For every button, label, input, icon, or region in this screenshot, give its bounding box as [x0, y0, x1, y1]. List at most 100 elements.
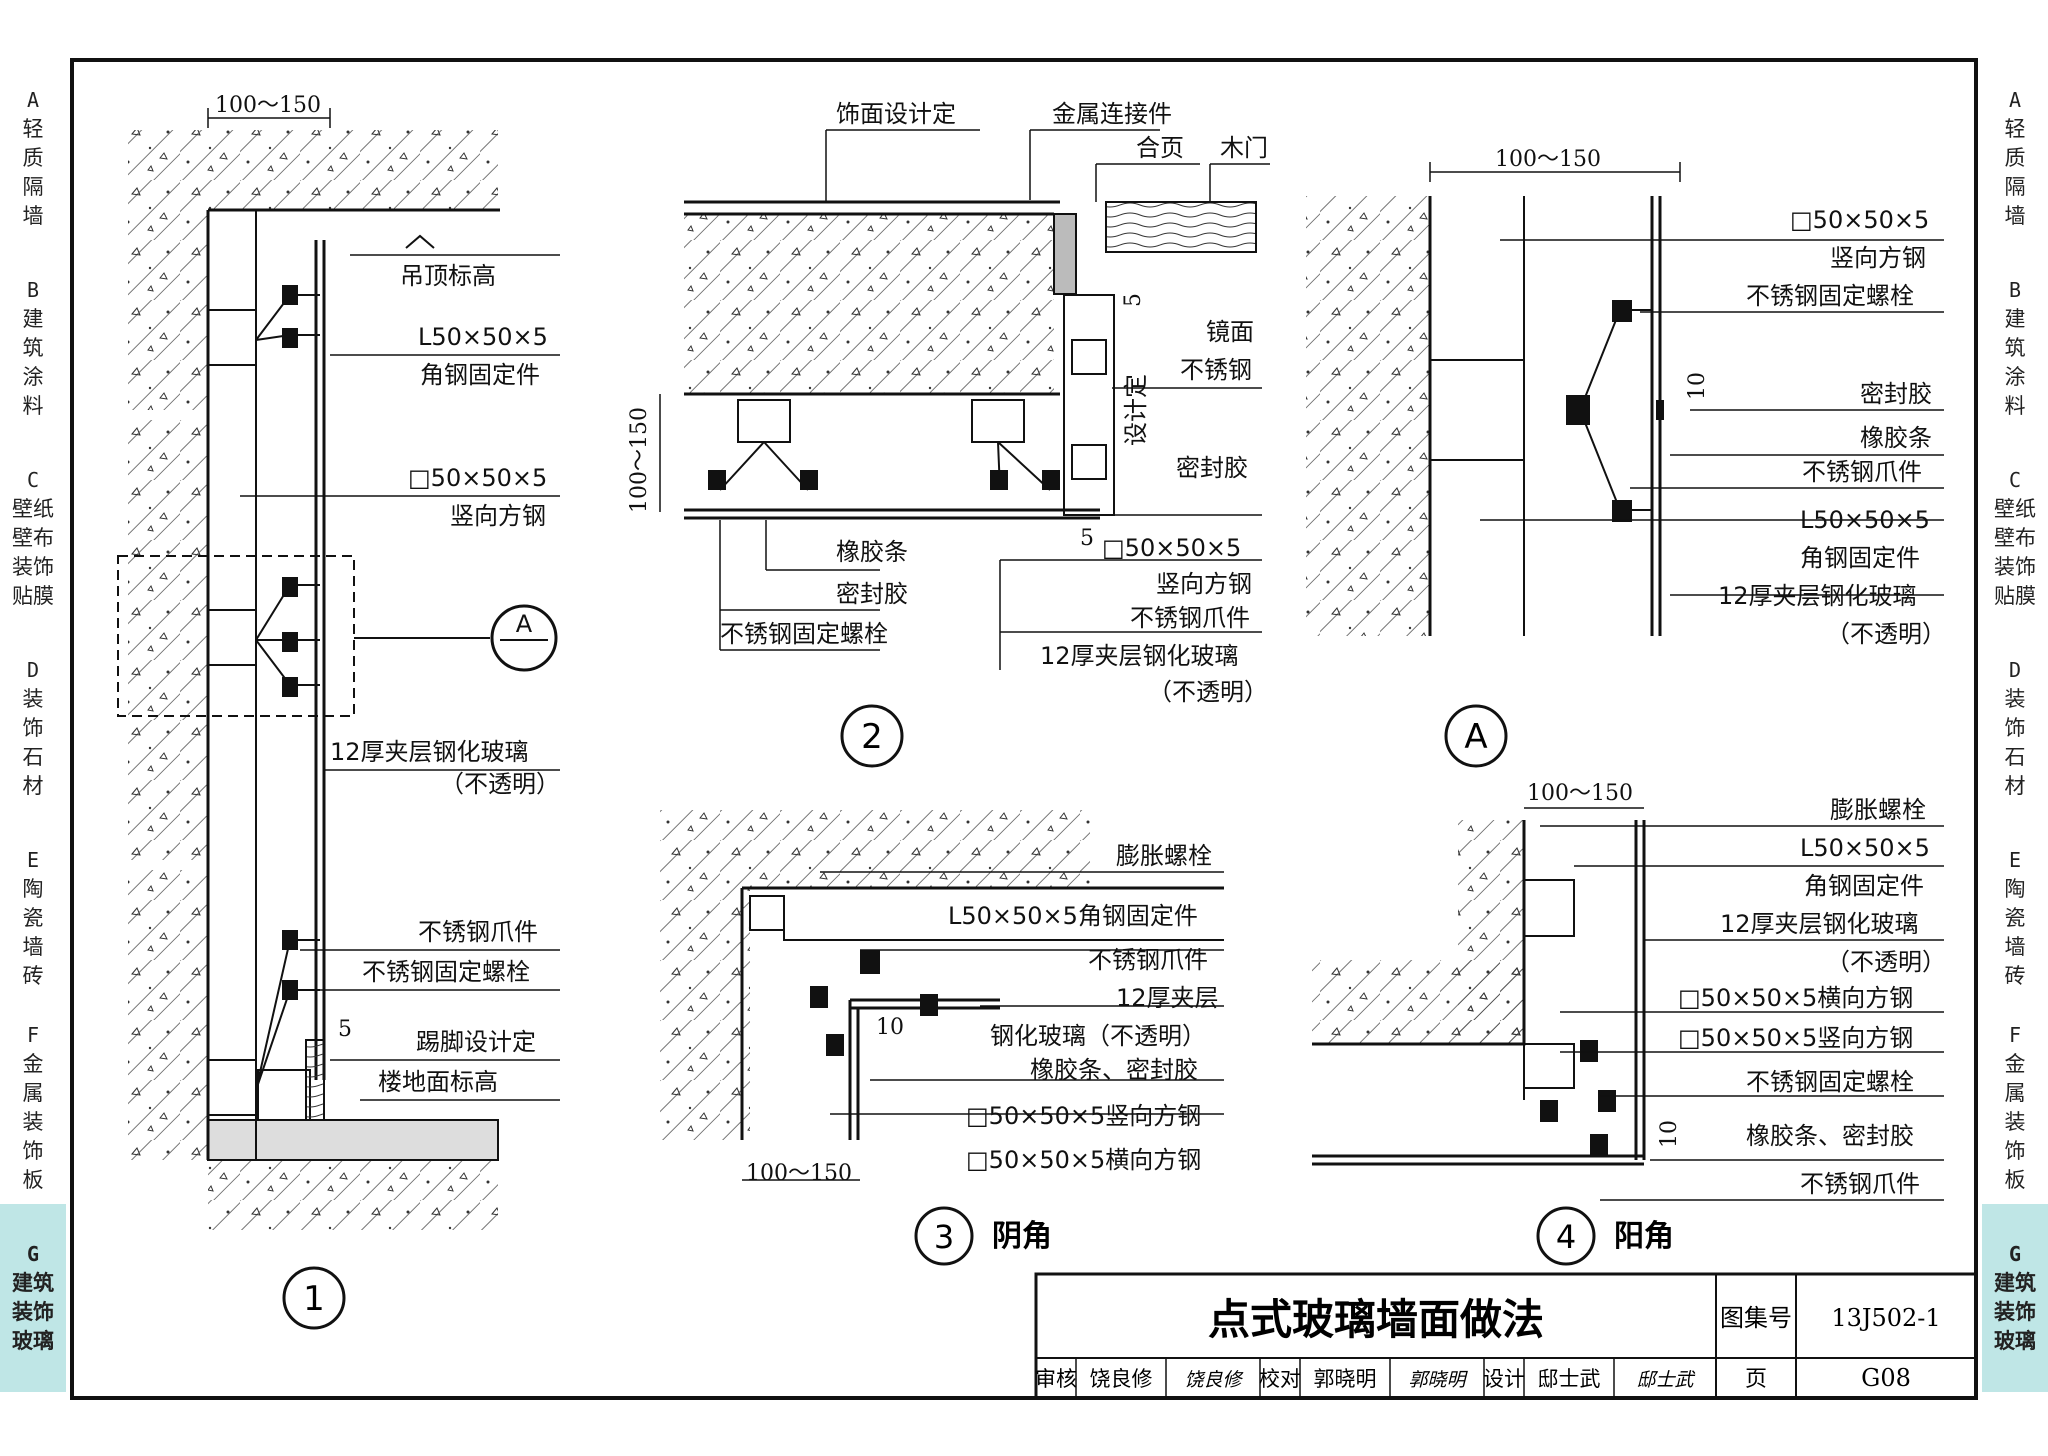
category-tab-text: 材: [22, 773, 44, 798]
da-label-0: □50×50×5: [1790, 206, 1929, 234]
detail-1-marker: [282, 1266, 346, 1330]
category-tab-letter: F: [26, 1023, 40, 1047]
d1-label-6: （不透明）: [440, 770, 560, 798]
d3-label-6: 10: [876, 1015, 904, 1040]
category-tab-text: 墙: [2004, 934, 2026, 959]
da-label-3: 10: [1685, 372, 1710, 400]
category-tab-text: 石: [22, 744, 44, 769]
category-tab-letter: C: [26, 467, 40, 492]
d2-label-13: 不锈钢爪件: [1130, 604, 1250, 632]
category-tab-text: 质: [2004, 145, 2026, 170]
da-label-9: 12厚夹层钢化玻璃: [1718, 582, 1917, 610]
d3-label-8: □50×50×5横向方钢: [966, 1146, 1201, 1174]
category-tab-text: 装: [2004, 686, 2026, 711]
d3-label-0: 膨胀螺栓: [1116, 842, 1212, 870]
category-tab-letter: A: [2008, 87, 2022, 112]
category-tab-text: 饰: [2004, 715, 2026, 740]
da-label-1: 竖向方钢: [1830, 244, 1926, 272]
page-number: G08: [1861, 1364, 1911, 1392]
category-tab-letter: D: [2008, 657, 2022, 682]
category-tab-text: 材: [2004, 773, 2026, 798]
d2-label-11: □50×50×5: [1102, 534, 1241, 562]
d1-dim: 100～150: [215, 93, 321, 118]
d2-label-0: 饰面设计定: [836, 100, 956, 128]
category-tab-text: 筑: [22, 335, 44, 360]
da-label-7: L50×50×5: [1800, 506, 1930, 534]
d2-label-1: 金属连接件: [1052, 100, 1172, 128]
category-tab-text: 轻: [2004, 116, 2026, 141]
category-tab-text: 装: [22, 1110, 44, 1134]
category-tab-text: 属: [22, 1081, 44, 1105]
da-label-10: （不透明）: [1826, 620, 1946, 648]
category-tab-text: 壁纸: [1994, 496, 2036, 521]
detail-3: 膨胀螺栓 L50×50×5角钢固定件 不锈钢爪件 12厚夹层 钢化玻璃（不透明）…: [660, 810, 1224, 1266]
d1-label-4: 竖向方钢: [450, 502, 546, 530]
category-tab-text: 轻: [22, 116, 44, 141]
da-label-5: 橡胶条: [1860, 424, 1932, 452]
d1-label-8: 不锈钢固定螺栓: [362, 958, 530, 986]
category-tab-text: 玻璃: [1994, 1329, 2036, 1353]
category-tab-text: 装饰: [12, 554, 54, 579]
detail-2-marker: [840, 704, 904, 768]
d4-label-0: 膨胀螺栓: [1830, 796, 1926, 824]
category-tab-text: 板: [2004, 1168, 2026, 1192]
d1-label-9: 5: [338, 1017, 352, 1042]
d2-label-10: 5: [1080, 526, 1094, 551]
d2-label-5: 镜面: [1206, 318, 1254, 346]
category-tab-text: 壁布: [12, 525, 54, 550]
category-tab-text: 贴膜: [1994, 583, 2036, 608]
d2-label-8: 密封胶: [1176, 454, 1248, 482]
category-tab-letter: G: [26, 1242, 40, 1266]
detail-a-marker: [1444, 704, 1508, 768]
category-tab-text: 料: [2004, 393, 2026, 418]
d2-label-16: 橡胶条: [836, 538, 908, 566]
d4-label-3: 12厚夹层钢化玻璃: [1720, 910, 1919, 938]
callout-a-label: A: [516, 610, 533, 638]
d3-label-7: □50×50×5竖向方钢: [966, 1102, 1201, 1130]
category-tab-text: 墙: [22, 934, 44, 959]
category-tab-text: 饰: [2004, 1139, 2026, 1163]
d1-label-0: 吊顶标高: [400, 262, 496, 290]
category-tab-text: 玻璃: [12, 1329, 54, 1353]
check-label: 校对: [1259, 1367, 1301, 1391]
d3-label-5: 橡胶条、密封胶: [1030, 1056, 1198, 1084]
d4-label-10: 不锈钢爪件: [1800, 1170, 1920, 1198]
category-tab-text: 陶: [2004, 876, 2026, 901]
checker-name: 郭晓明: [1314, 1367, 1377, 1391]
d2-label-6: 不锈钢: [1180, 356, 1252, 384]
atlas-label: 图集号: [1720, 1304, 1792, 1332]
d1-label-5: 12厚夹层钢化玻璃: [330, 738, 529, 766]
d4-label-2: 角钢固定件: [1804, 872, 1924, 900]
detail-1: A 100～150 吊顶标高 L50×50×5 角钢固定件 □50×50×5 竖…: [117, 93, 560, 1330]
d4-label-7: 不锈钢固定螺栓: [1746, 1068, 1914, 1096]
detail-3-caption: 阴角: [992, 1219, 1052, 1254]
d4-label-6: □50×50×5竖向方钢: [1678, 1024, 1913, 1052]
detail-4-number: 4: [1556, 1218, 1576, 1256]
callout-a-marker: [490, 604, 558, 672]
category-tab-text: 板: [22, 1168, 44, 1192]
d2-label-4: 5: [1121, 293, 1146, 307]
category-tab-text: 壁布: [1994, 525, 2036, 550]
category-tab-text: 金: [22, 1052, 44, 1076]
category-tab-text: 石: [2004, 744, 2026, 769]
d2-label-17: 密封胶: [836, 580, 908, 608]
detail-3-marker: [914, 1206, 974, 1266]
detail-a: 100～150 □50×50×5 竖向方钢 不锈钢固定螺栓 10 密封胶 橡胶条…: [1306, 147, 1946, 768]
category-tab-text: 建筑: [1994, 1271, 2036, 1295]
design-label: 设计: [1483, 1367, 1525, 1391]
